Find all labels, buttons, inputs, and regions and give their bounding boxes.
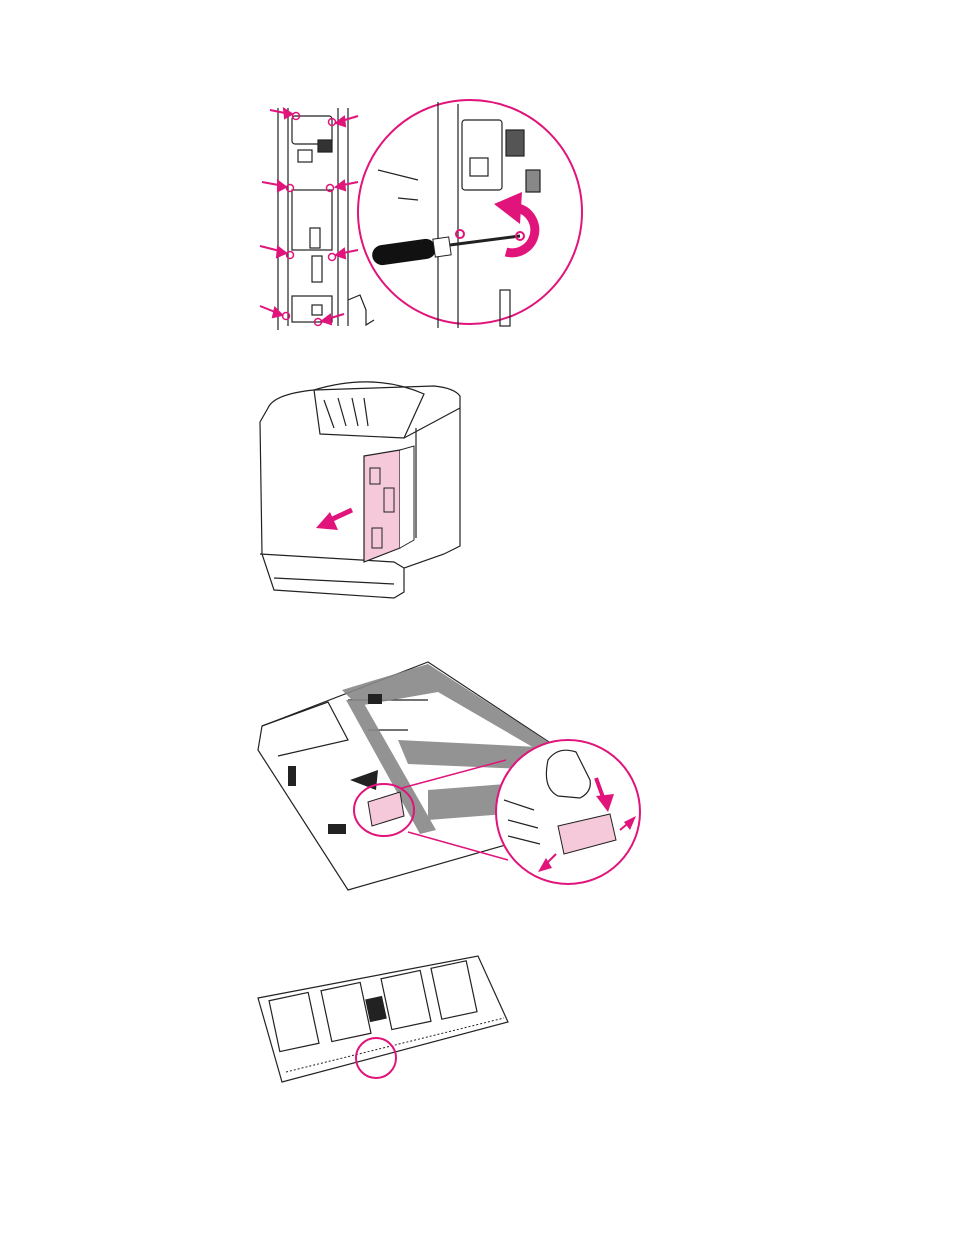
detail-zoom-circle [358,100,582,324]
formatter-board [364,446,414,562]
printer-icon [254,378,466,606]
dimm-icon [256,956,514,1082]
figure-dimm-notch [256,956,514,1082]
figure-pull-formatter [254,378,466,606]
arrow-icon [316,510,352,530]
arrow-icon [260,109,358,324]
formatter-screws-illustration [248,100,588,332]
screw-marker-icon [329,254,336,261]
figure-remove-screws [248,100,588,332]
dimm-slot-icon [258,660,640,896]
detail-zoom-circle [496,740,640,884]
figure-insert-dimm [258,660,640,896]
notch-highlight-ring [356,1038,396,1078]
dimm-module [368,792,404,826]
